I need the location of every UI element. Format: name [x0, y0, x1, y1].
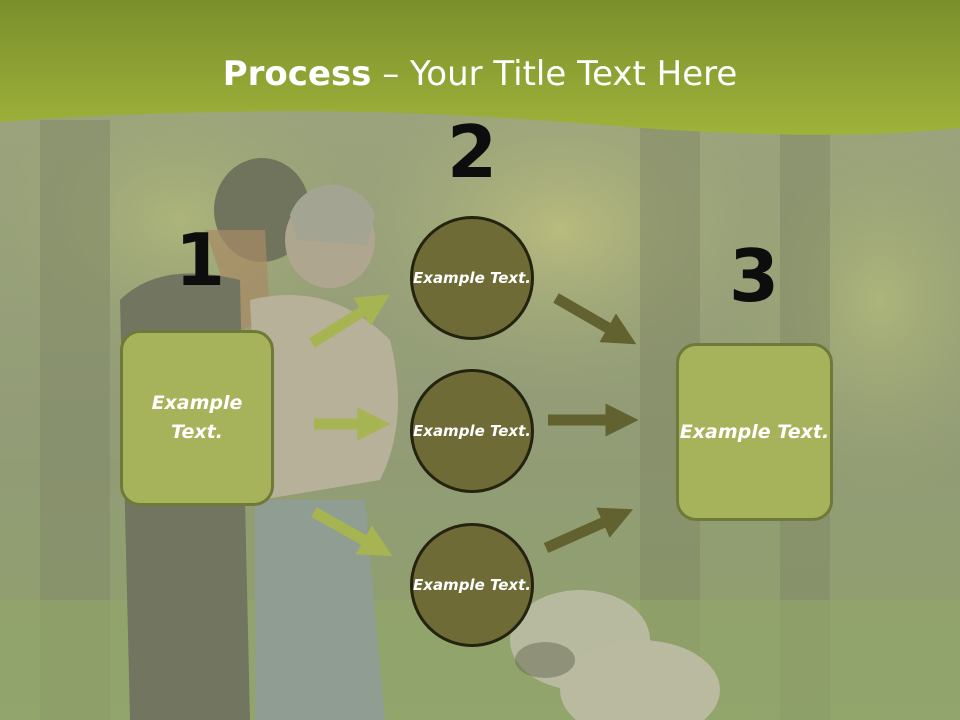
- step-3-number: 3: [728, 234, 780, 318]
- dog-figure: [510, 590, 720, 720]
- step-2-text-bottom: Example Text.: [413, 575, 531, 594]
- step-2-text-top: Example Text.: [413, 268, 531, 287]
- title-band: [0, 0, 960, 135]
- step-2-circle-top: Example Text.: [410, 216, 534, 340]
- title-bold: Process: [222, 54, 372, 94]
- title-rest: – Your Title Text Here: [371, 54, 738, 94]
- step-2-number: 2: [446, 110, 498, 194]
- step-1-text: Example Text.: [151, 392, 243, 443]
- step-2-circle-middle: Example Text.: [410, 369, 534, 493]
- step-2-text-middle: Example Text.: [413, 421, 531, 440]
- step-2-circle-bottom: Example Text.: [410, 523, 534, 647]
- step-1-box: Example Text.: [120, 330, 274, 506]
- step-1-number: 1: [174, 218, 226, 302]
- step-3-box: Example Text.: [676, 343, 833, 521]
- step-3-text: Example Text.: [679, 420, 830, 443]
- page-title: Process – Your Title Text Here: [0, 52, 960, 96]
